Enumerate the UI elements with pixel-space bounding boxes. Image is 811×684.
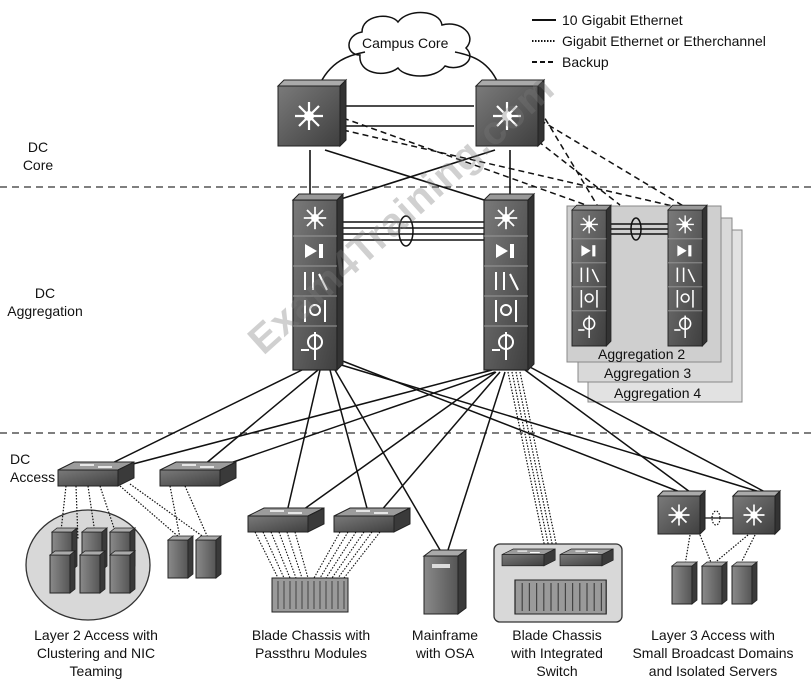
aggregation-access-links — [97, 359, 766, 551]
layer2-access-switch-1 — [57, 461, 135, 487]
aggregation-2-switch-left — [572, 205, 611, 346]
legend-label-10g: 10 Gigabit Ethernet — [562, 12, 683, 28]
passthru-switch-1 — [247, 507, 325, 533]
aggregation-2-label: Aggregation 2 — [598, 346, 686, 362]
legend-label-gige: Gigabit Ethernet or Etherchannel — [562, 33, 766, 49]
passthru-switch-2 — [333, 507, 411, 533]
cluster-servers — [49, 527, 136, 594]
aggregation-interconnect — [341, 215, 674, 247]
layer3-switch-right — [731, 489, 782, 536]
campus-core-label: Campus Core — [362, 35, 449, 51]
aggregation-etherchannel-links — [507, 371, 558, 549]
integrated-switch-1 — [501, 548, 556, 567]
core-backup-links — [342, 109, 691, 211]
layer2-access-switch-2 — [159, 461, 237, 487]
passthru-links — [254, 531, 381, 579]
passthru-blade-chassis — [271, 577, 349, 613]
legend-label-backup: Backup — [562, 54, 609, 70]
core-switch-right — [474, 78, 546, 148]
integrated-switch-2 — [559, 548, 614, 567]
aggregation-4-label: Aggregation 4 — [614, 385, 702, 401]
layer3-switch-left — [656, 489, 707, 536]
mainframe — [422, 549, 468, 615]
teaming-servers — [167, 535, 222, 579]
aggregation-switch-right — [484, 194, 534, 370]
isolated-servers — [671, 561, 758, 605]
campus-core-cloud — [348, 11, 471, 77]
aggregation-3-label: Aggregation 3 — [604, 365, 692, 381]
aggregation-2-switch-right — [668, 205, 707, 346]
core-switch-left — [276, 78, 348, 148]
integrated-blade-chassis — [514, 579, 607, 615]
